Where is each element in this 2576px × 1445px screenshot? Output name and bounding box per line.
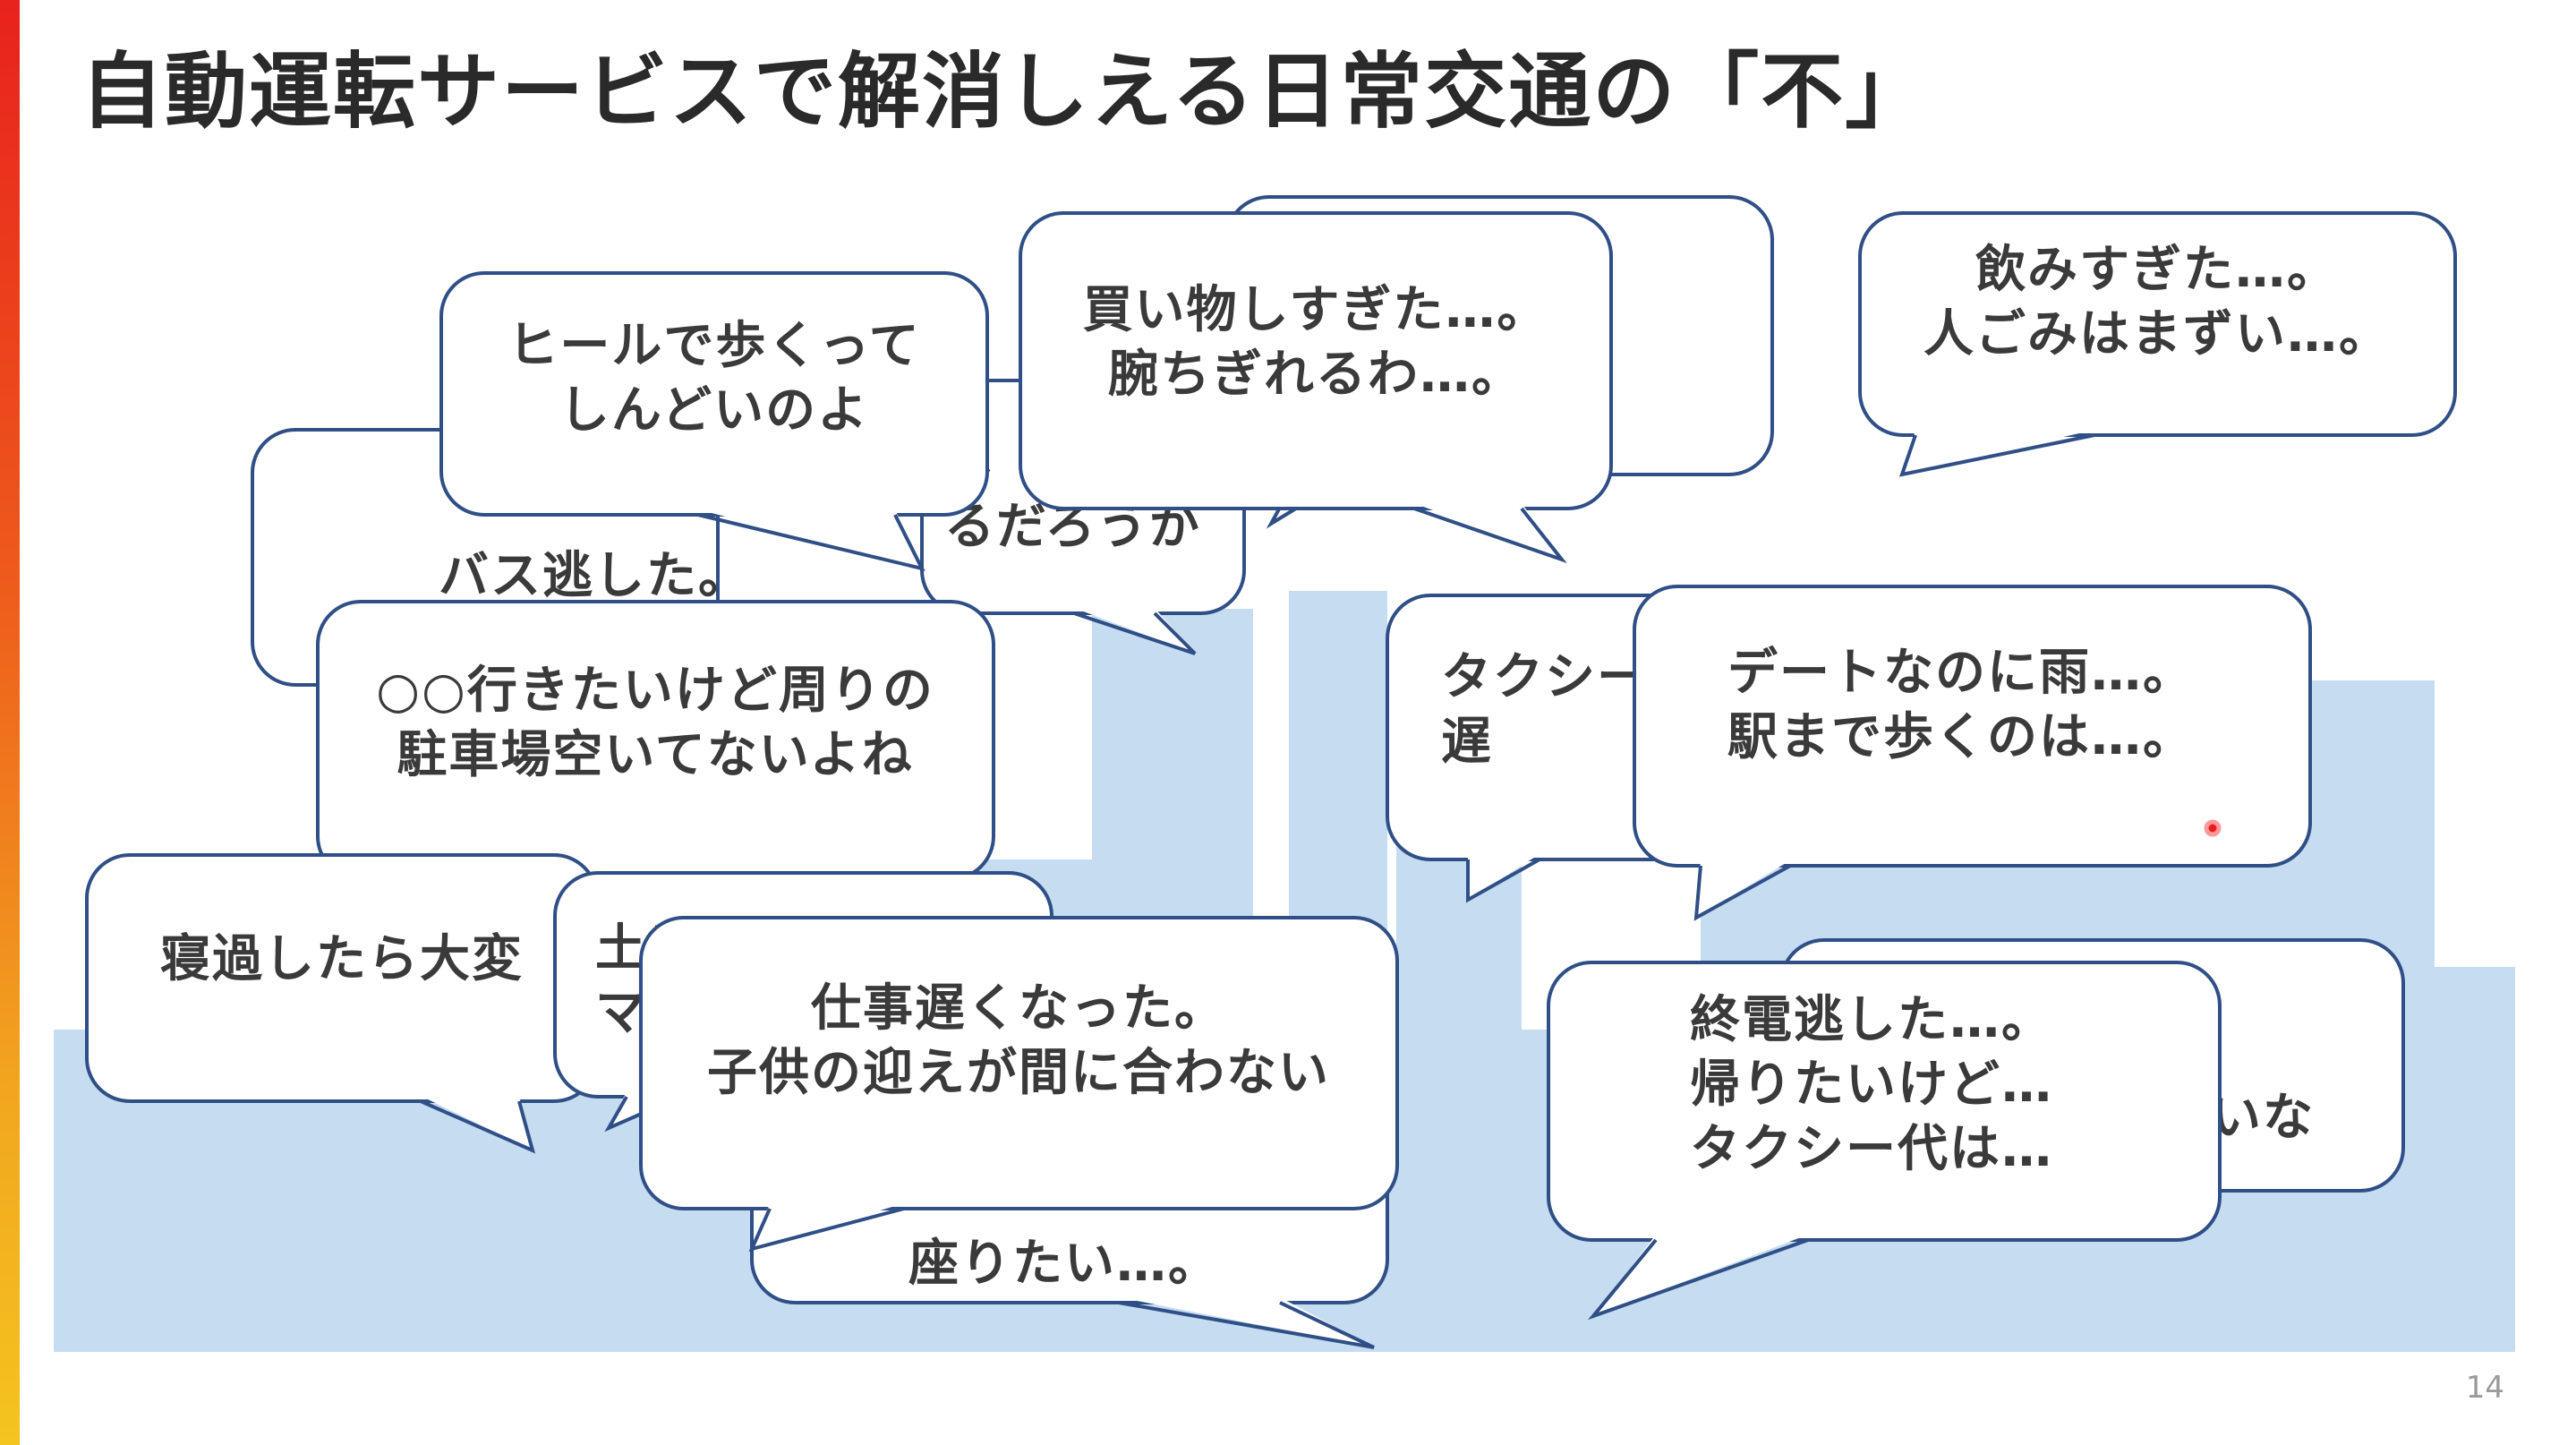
bubble-tail-outline: [1466, 858, 1540, 903]
slide-title: 自動運転サービスで解消しえる日常交通の「不」: [81, 44, 1930, 140]
bubble-text-line: ヒールで歩くって: [508, 317, 920, 375]
bubble-tail-outline: [748, 1207, 905, 1253]
bubble-body: [439, 271, 989, 517]
speech-bubble: 買い物しすぎた…。腕ちぎれるわ…。: [1019, 211, 1613, 564]
bubble-body: [1633, 585, 2312, 868]
bubble-text-line: タクシー代は…: [1690, 1120, 2053, 1178]
bubble-tail-outline: [697, 513, 925, 571]
bubble-text-line: 仕事遅くなった。: [811, 979, 1226, 1038]
bubble-body: [1547, 961, 2222, 1242]
bubble-tail-outline: [1693, 864, 1791, 921]
bubble-text-line: 買い物しすぎた…。: [1083, 281, 1549, 339]
bubble-text-line: 帰りたいけど…: [1690, 1056, 2053, 1114]
bubble-tail-outline: [1898, 433, 2095, 477]
bubble-text-line: デートなのに雨…。: [1727, 644, 2195, 702]
speech-bubble: デートなのに雨…。駅まで歩くのは…。: [1633, 585, 2312, 921]
bubble-body: [1858, 211, 2457, 437]
speech-bubble: 寝過したら大変: [85, 853, 599, 1154]
bubble-text-line: バス逃した。: [439, 547, 750, 605]
bubble-tail-outline: [1118, 1301, 1375, 1349]
speech-bubble: 飲みすぎた…。人ごみはまずい…。: [1858, 211, 2457, 477]
bubble-text-line: 終電逃した…。: [1690, 991, 2053, 1049]
bubble-text-line: 人ごみはまずい…。: [1923, 305, 2391, 363]
bubble-text-line: いな: [2211, 1089, 2315, 1147]
speech-bubble: 仕事遅くなった。子供の迎えが間に合わない: [639, 916, 1399, 1253]
speech-bubble: 終電逃した…。帰りたいけど… タクシー代は…: [1547, 961, 2222, 1321]
bubble-text-line: 寝過したら大変: [160, 930, 524, 988]
bubble-tail-outline: [1587, 1238, 1809, 1321]
accent-bar: [0, 0, 20, 1445]
bubble-body: [1019, 211, 1613, 510]
bubble-text-line: 腕ちぎれるわ…。: [1108, 346, 1523, 404]
bubble-text-line: しんどいのよ: [559, 381, 869, 440]
bubble-text-line: 飲みすぎた…。: [1975, 241, 2339, 299]
bubble-text-line: マ: [595, 984, 647, 1042]
bubble-text-line: 駅まで歩くのは…。: [1727, 708, 2195, 766]
bubble-layer: バス逃した。遅刻確定…。しるだろうかないヒールで歩くってしんどいのよ買い物しすぎ…: [85, 195, 2457, 1349]
bubble-body: [639, 916, 1399, 1210]
bubble-tail-outline: [1413, 507, 1567, 564]
bubble-text-line: 遅: [1441, 713, 1493, 771]
bubble-text-line: 座りたい…。: [908, 1235, 1220, 1293]
bubble-text-line: 子供の迎えが間に合わない: [707, 1044, 1330, 1102]
bubble-tail-outline: [420, 1099, 536, 1154]
bubble-text-line: タクシー: [1441, 648, 1649, 706]
bubble-text-line: ○○行きたいけど周りの: [376, 662, 934, 720]
bubble-tail-outline: [1073, 611, 1197, 655]
bubble-text-line: 駐車場空いてないよね: [397, 726, 913, 784]
page-number: 14: [2465, 1370, 2504, 1406]
laser-pointer-dot: [2204, 819, 2222, 837]
